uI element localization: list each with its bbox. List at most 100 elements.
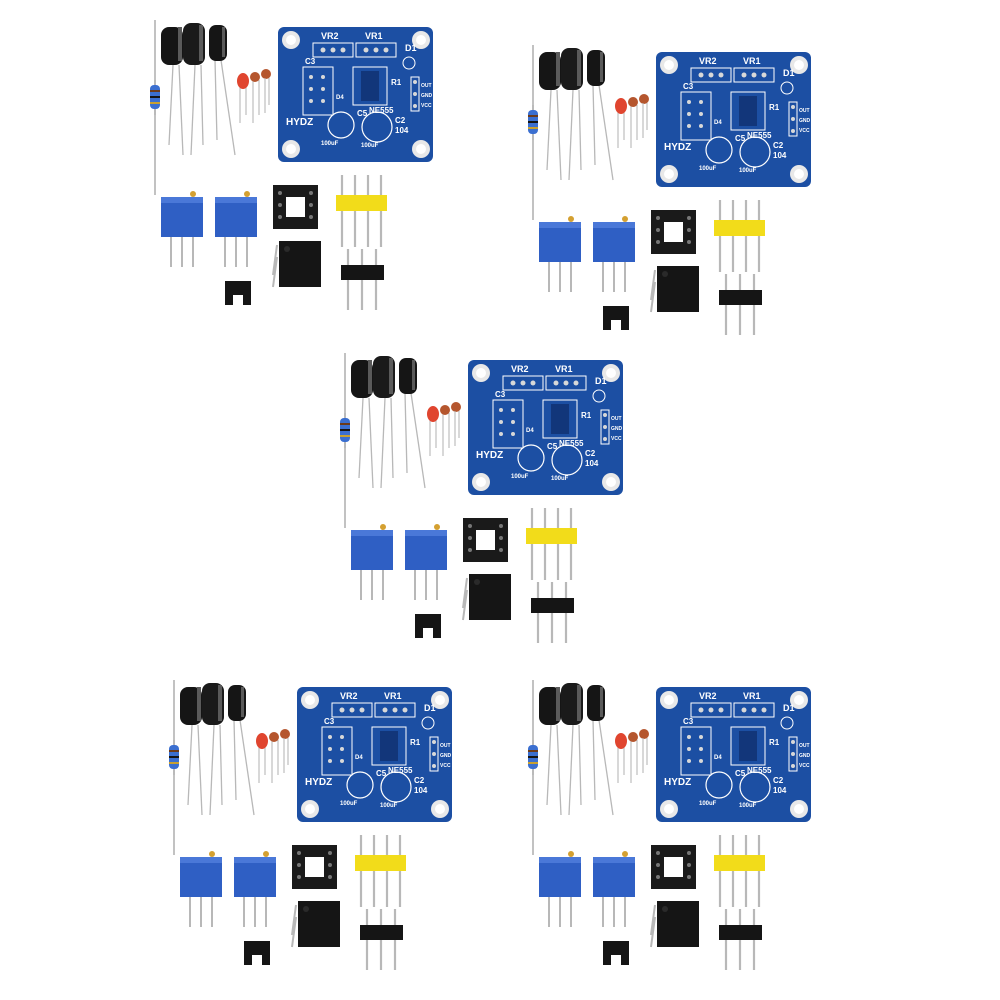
label-vr1: VR1 [384,691,402,701]
electrolytic-capacitors [532,680,614,855]
label-gnd: GND [611,426,623,432]
yellow-pin-header [526,508,577,580]
black-pin-header [719,274,762,335]
ne555-pcb: VR2 VR1 D1 C3 R1 D4 OUT GND VCC C5 NE555… [468,360,623,495]
ic-socket [651,845,696,889]
label-brand: HYDZ [664,777,691,788]
label-out: OUT [611,416,622,422]
label-ne555: NE555 [388,766,413,775]
label-d1: D1 [595,376,607,386]
label-vr2: VR2 [699,691,717,701]
label-100uf-b: 100uF [380,803,398,809]
label-d4: D4 [714,120,722,126]
ic-socket [292,845,337,889]
label-r1: R1 [391,78,402,87]
label-c5: C5 [735,134,746,143]
label-r1: R1 [769,738,780,747]
label-out: OUT [421,83,432,89]
label-100uf-b: 100uF [739,168,757,174]
label-gnd: GND [799,753,811,759]
ic-socket [651,210,696,254]
label-d1: D1 [405,43,417,53]
jumper-cap [415,614,441,638]
label-r1: R1 [581,411,592,420]
label-vr2: VR2 [511,364,529,374]
label-gnd: GND [799,118,811,124]
label-ne555: NE555 [559,439,584,448]
label-out: OUT [799,108,810,114]
electrolytic-capacitors [154,20,236,195]
ne555-kit-2: VR2 VR1 D1 C3 R1 D4 OUT GND VCC C5 NE555… [521,30,821,360]
label-d1: D1 [424,703,436,713]
label-brand: HYDZ [286,117,313,128]
label-brand: HYDZ [664,142,691,153]
label-104: 104 [585,459,599,468]
label-vr1: VR1 [555,364,573,374]
label-c5: C5 [357,109,368,118]
label-c3: C3 [683,717,694,726]
label-vcc: VCC [799,128,810,134]
trimmer-potentiometers [180,851,276,927]
ne555-pcb: VR2 VR1 D1 C3 R1 D4 OUT GND VCC C5 NE555… [656,687,811,822]
label-100uf-a: 100uF [321,141,339,147]
label-vr1: VR1 [743,691,761,701]
label-d4: D4 [714,755,722,761]
resistor [528,740,538,775]
ne555-chip [650,901,699,948]
label-vr2: VR2 [340,691,358,701]
ne555-pcb: VR2 VR1 D1 C3 R1 D4 OUT GND VCC C5 NE555… [278,27,433,162]
label-c2: C2 [773,776,784,785]
label-gnd: GND [421,93,433,99]
ne555-chip [272,241,321,288]
label-ne555: NE555 [369,106,394,115]
label-100uf-b: 100uF [361,143,379,149]
yellow-pin-header [714,200,765,272]
jumper-cap [244,941,270,965]
ic-socket [273,185,318,229]
ne555-chip [291,901,340,948]
label-c5: C5 [735,769,746,778]
label-100uf-b: 100uF [739,803,757,809]
ceramic-capacitors-and-led [427,402,461,456]
resistor [169,740,179,775]
ceramic-capacitors-and-led [615,729,649,783]
label-c2: C2 [414,776,425,785]
ic-socket [463,518,508,562]
ne555-pcb: VR2 VR1 D1 C3 R1 D4 OUT GND VCC C5 NE555… [297,687,452,822]
jumper-cap [225,281,251,305]
label-c2: C2 [585,449,596,458]
label-vcc: VCC [421,103,432,109]
label-c3: C3 [495,390,506,399]
yellow-pin-header [355,835,406,907]
label-vr2: VR2 [321,31,339,41]
trimmer-potentiometers [539,216,635,292]
label-d1: D1 [783,68,795,78]
label-104: 104 [773,151,787,160]
ne555-pcb: VR2 VR1 D1 C3 R1 D4 OUT GND VCC C5 NE555… [656,52,811,187]
label-ne555: NE555 [747,131,772,140]
label-vcc: VCC [440,763,451,769]
ne555-kit-3: VR2 VR1 D1 C3 R1 D4 OUT GND VCC C5 NE555… [333,338,633,668]
label-vr2: VR2 [699,56,717,66]
label-104: 104 [414,786,428,795]
jumper-cap [603,306,629,330]
label-104: 104 [773,786,787,795]
electrolytic-capacitors [344,353,426,528]
black-pin-header [341,249,384,310]
label-ne555: NE555 [747,766,772,775]
ceramic-capacitors-and-led [237,69,271,123]
label-100uf-b: 100uF [551,476,569,482]
ceramic-capacitors-and-led [256,729,290,783]
label-r1: R1 [769,103,780,112]
label-d1: D1 [783,703,795,713]
yellow-pin-header [714,835,765,907]
label-c2: C2 [773,141,784,150]
ne555-kit-4: VR2 VR1 D1 C3 R1 D4 OUT GND VCC C5 NE555… [162,665,462,995]
ne555-kit-1: VR2 VR1 D1 C3 R1 D4 OUT GND VCC C5 NE555… [143,5,443,335]
label-100uf-a: 100uF [340,801,358,807]
black-pin-header [531,582,574,643]
resistor [340,413,350,448]
label-vr1: VR1 [743,56,761,66]
label-vcc: VCC [799,763,810,769]
label-c3: C3 [324,717,335,726]
